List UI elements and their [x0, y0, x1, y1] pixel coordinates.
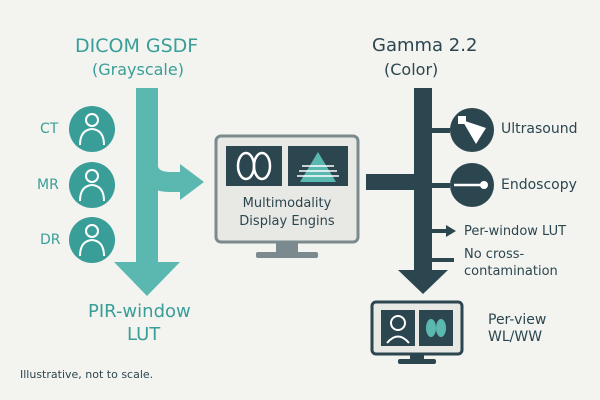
no-cross-contamination-arrow	[424, 258, 454, 262]
grayscale-title: DICOM GSDF	[75, 35, 199, 57]
dual-view-monitor-icon	[370, 300, 464, 364]
ct-icon	[69, 106, 115, 152]
color-subtitle: (Color)	[384, 60, 439, 79]
per-window-lut-label: Per-window LUT	[464, 224, 567, 239]
footnote: Illustrative, not to scale.	[20, 368, 154, 381]
per-view-label-line2: WL/WW	[488, 329, 543, 345]
monitor-to-color-connector	[366, 174, 416, 190]
no-cross-contamination-label-line1: No cross-	[464, 247, 525, 262]
color-flow-arrow	[398, 88, 450, 294]
dr-icon	[69, 217, 115, 263]
grayscale-subtitle: (Grayscale)	[92, 60, 184, 79]
modality-ultrasound-label: Ultrasound	[501, 121, 578, 137]
modality-endoscopy-label: Endoscopy	[501, 177, 577, 193]
no-cross-contamination-label-line2: contamination	[464, 264, 558, 279]
per-view-label-line1: Per-view	[488, 312, 547, 328]
multimodality-monitor-icon	[214, 134, 360, 258]
modality-mr-label: MR	[37, 177, 59, 193]
mr-icon	[69, 162, 115, 208]
grayscale-to-monitor-arrow	[137, 159, 204, 200]
endoscopy-icon	[450, 163, 494, 207]
grayscale-bottom-label-line2: LUT	[127, 324, 161, 345]
ultrasound-icon	[450, 108, 494, 152]
grayscale-bottom-label-line1: PIR-window	[88, 301, 191, 322]
monitor-label-line2: Display Engins	[239, 214, 335, 229]
color-title: Gamma 2.2	[372, 35, 478, 56]
modality-dr-label: DR	[40, 232, 61, 248]
monitor-label-line1: Multimodality	[242, 196, 332, 211]
per-window-lut-arrow	[424, 225, 456, 237]
modality-ct-label: CT	[40, 121, 59, 137]
